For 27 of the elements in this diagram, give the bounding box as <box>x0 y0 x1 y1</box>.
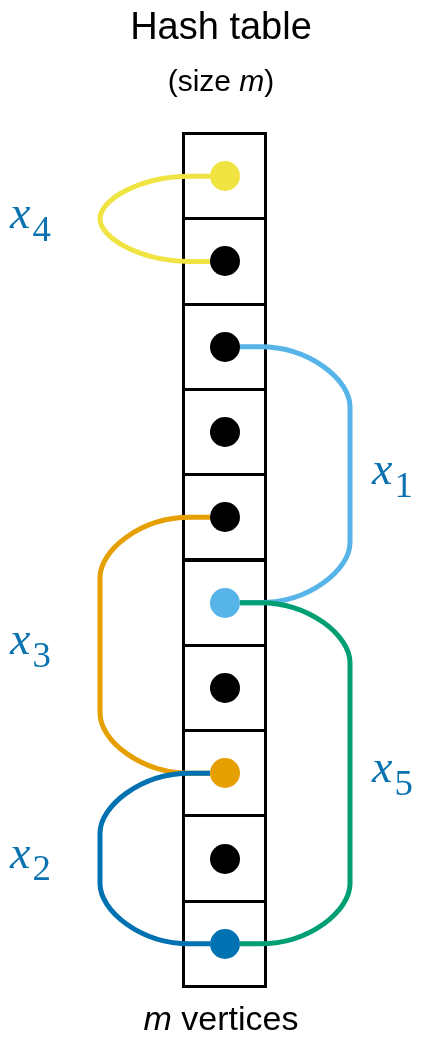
table-cell <box>182 217 267 306</box>
vertex-dot <box>210 758 240 789</box>
vertex-dot <box>210 417 240 448</box>
table-cell <box>182 814 267 903</box>
vertex-dot <box>210 161 240 192</box>
edge-curve <box>240 344 353 606</box>
vertices-caption: m vertices <box>142 1000 300 1038</box>
edge-curve <box>240 600 353 947</box>
vertex-dot <box>210 928 240 959</box>
edge-label: x$_{5}$ <box>372 744 413 803</box>
vertex-dot <box>210 843 240 874</box>
vertex-dot <box>210 331 240 362</box>
diagram-title: Hash table <box>129 6 313 48</box>
table-size-note: (size m) <box>166 64 276 97</box>
table-cell <box>182 473 267 562</box>
edge-label: x$_{1}$ <box>372 445 413 504</box>
edge-label: x$_{2}$ <box>10 829 51 888</box>
vertex-dot <box>210 672 240 703</box>
edge-curve <box>97 173 210 264</box>
vertex-dot <box>210 502 240 533</box>
vertex-dot <box>210 587 240 618</box>
vertex-dot <box>210 246 240 277</box>
edge-curve <box>97 514 210 776</box>
edge-label: x$_{3}$ <box>10 616 51 675</box>
edge-curve <box>97 770 210 947</box>
edge-label: x$_{4}$ <box>10 189 51 248</box>
table-cell <box>182 558 267 647</box>
